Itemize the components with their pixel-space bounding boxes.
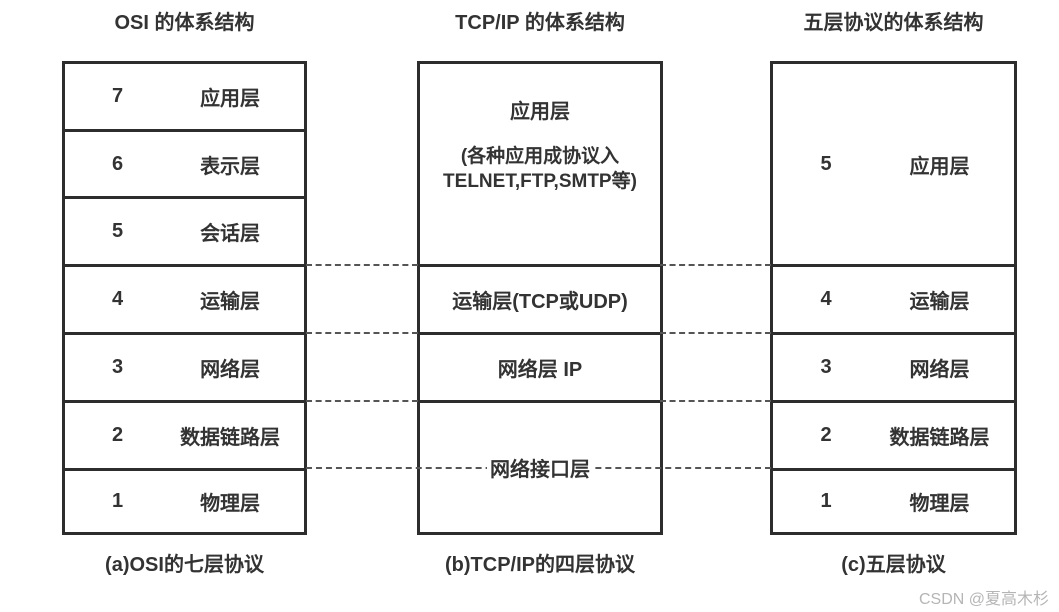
caption-tcpip: (b)TCP/IP的四层协议: [445, 554, 635, 576]
five-layer-row: 1 物理层: [773, 468, 1014, 532]
dashed-connector-right-2: [660, 332, 771, 334]
layer-label: 会话层: [200, 223, 261, 245]
layer-sublabel-line2: TELNET,FTP,SMTP等): [443, 170, 637, 192]
layer-label: 网络接口层: [487, 453, 593, 482]
layer-number: 3: [820, 356, 832, 378]
layer-sublabel-line1: (各种应用成协议入: [460, 145, 620, 167]
osi-column-title: OSI 的体系结构: [114, 12, 255, 34]
osi-layer-row: 6 表示层: [65, 129, 304, 196]
dashed-connector-left-1: [306, 264, 418, 266]
layer-label: 数据链路层: [180, 427, 281, 449]
osi-layer-row: 3 网络层: [65, 332, 304, 400]
layer-number: 1: [820, 490, 832, 512]
layer-label: 物理层: [909, 493, 970, 515]
five-layer-row: 5 应用层: [773, 64, 1014, 264]
dashed-connector-right-3: [660, 400, 771, 402]
layer-label: 网络层 IP: [497, 359, 583, 381]
layer-label: 运输层: [909, 291, 970, 313]
layer-number: 2: [112, 424, 124, 446]
layer-number: 3: [112, 356, 124, 378]
five-layer-column-title: 五层协议的体系结构: [803, 12, 984, 34]
layer-label: 运输层(TCP或UDP): [452, 291, 628, 313]
layer-number: 7: [112, 85, 124, 107]
layer-number: 4: [112, 288, 124, 310]
tcpip-transport-layer-row: 运输层(TCP或UDP): [420, 264, 660, 332]
five-layer-row: 2 数据链路层: [773, 400, 1014, 468]
tcpip-column-title: TCP/IP 的体系结构: [455, 12, 625, 34]
layer-label: 应用层: [200, 88, 261, 110]
osi-layer-row: 1 物理层: [65, 468, 304, 532]
osi-layer-row: 7 应用层: [65, 64, 304, 129]
dashed-connector-left-2: [306, 332, 418, 334]
five-layer-stack: 5 应用层 4 运输层 3 网络层 2 数据链路层 1 物理层: [770, 61, 1017, 535]
layer-label: 网络层: [909, 359, 970, 381]
osi-layer-row: 5 会话层: [65, 196, 304, 264]
layer-label: 应用层: [510, 100, 570, 123]
dashed-connector-right-1: [660, 264, 771, 266]
layer-label: 物理层: [200, 493, 261, 515]
five-layer-row: 3 网络层: [773, 332, 1014, 400]
osi-layer-row: 4 运输层: [65, 264, 304, 332]
layer-number: 4: [820, 288, 832, 310]
layer-label: 网络层: [200, 359, 261, 381]
tcpip-network-interface-layer-row: 网络接口层: [420, 400, 660, 532]
tcpip-network-layer-row: 网络层 IP: [420, 332, 660, 400]
layer-number: 6: [112, 152, 124, 175]
csdn-watermark: CSDN @夏高木杉: [918, 591, 1049, 608]
tcpip-application-layer-row: 应用层 (各种应用成协议入 TELNET,FTP,SMTP等): [420, 64, 660, 264]
layer-number: 2: [820, 424, 832, 446]
caption-osi: (a)OSI的七层协议: [105, 554, 264, 576]
dashed-connector-left-3: [306, 400, 418, 402]
osi-layer-row: 2 数据链路层: [65, 400, 304, 468]
layer-number: 5: [820, 152, 832, 175]
five-layer-row: 4 运输层: [773, 264, 1014, 332]
osi-stack: 7 应用层 6 表示层 5 会话层 4 运输层 3 网络层 2 数据链路层 1 …: [62, 61, 307, 535]
layer-label: 数据链路层: [889, 427, 990, 449]
layer-number: 5: [112, 220, 124, 242]
layer-label: 表示层: [200, 155, 261, 178]
layer-number: 1: [112, 490, 124, 512]
caption-five: (c)五层协议: [841, 554, 946, 576]
layer-label: 运输层: [200, 291, 261, 313]
layer-label: 应用层: [909, 155, 970, 178]
tcpip-stack: 应用层 (各种应用成协议入 TELNET,FTP,SMTP等) 运输层(TCP或…: [417, 61, 663, 535]
